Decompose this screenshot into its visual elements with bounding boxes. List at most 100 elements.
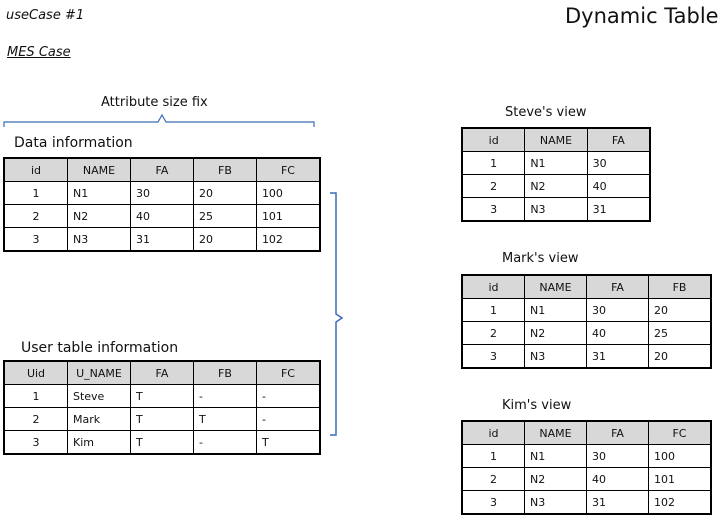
view-2-cell: 40 — [586, 467, 649, 491]
data-table-column-header: id — [4, 158, 68, 182]
view-2-cell: 102 — [648, 490, 711, 514]
view-2-column-header: id — [462, 421, 525, 445]
view-0-cell: 2 — [461, 174, 526, 198]
user-table-cell: - — [192, 384, 257, 408]
view-2-cell: N1 — [524, 444, 587, 468]
view-2-cell: 31 — [586, 490, 649, 514]
data-table-cell: 3 — [4, 227, 68, 251]
data-table-cell: 40 — [129, 204, 194, 228]
data-table-title: Data information — [14, 135, 133, 151]
view-2-cell: 100 — [648, 444, 711, 468]
usecase-label: useCase #1 — [6, 8, 85, 23]
mark-view-title: Mark's view — [502, 251, 579, 266]
view-2-cell: 30 — [586, 444, 649, 468]
data-table-cell: 31 — [129, 227, 194, 251]
view-1-cell: 40 — [586, 321, 649, 345]
view-1-cell: 25 — [648, 321, 711, 345]
data-table-cell: 100 — [255, 181, 321, 205]
view-0-cell: 30 — [586, 151, 651, 175]
view-2-cell: 2 — [462, 467, 525, 491]
view-0-column-header: FA — [586, 128, 651, 152]
data-table-cell: 102 — [255, 227, 321, 251]
data-table-cell: 101 — [255, 204, 321, 228]
view-0-cell: N2 — [524, 174, 588, 198]
view-0-cell: N1 — [524, 151, 588, 175]
user-table-title: User table information — [21, 340, 179, 356]
view-2-cell: 3 — [462, 490, 525, 514]
data-table-cell: 25 — [192, 204, 257, 228]
kim-view-title: Kim's view — [502, 398, 572, 413]
view-0-cell: N3 — [524, 197, 588, 221]
user-table-column-header: Uid — [4, 361, 68, 385]
user-table-cell: - — [255, 407, 321, 431]
data-table-column-header: FC — [255, 158, 321, 182]
view-2-cell: 101 — [648, 467, 711, 491]
view-1-cell: 31 — [586, 344, 649, 368]
view-1-cell: 20 — [648, 298, 711, 322]
mes-case-label: MES Case — [7, 45, 71, 60]
view-1-cell: 2 — [462, 321, 525, 345]
data-table-column-header: FA — [129, 158, 194, 182]
user-table-cell: - — [255, 384, 321, 408]
view-0-column-header: NAME — [524, 128, 588, 152]
user-table-cell: 3 — [4, 430, 68, 454]
view-0-cell: 3 — [461, 197, 526, 221]
user-table-cell: Kim — [66, 430, 131, 454]
user-table-cell: Mark — [66, 407, 131, 431]
view-1-column-header: FA — [586, 275, 649, 299]
view-1-column-header: NAME — [524, 275, 587, 299]
view-2-cell: N3 — [524, 490, 587, 514]
view-1-cell: N3 — [524, 344, 587, 368]
user-table-column-header: FA — [129, 361, 194, 385]
attribute-size-note: Attribute size fix — [101, 95, 208, 110]
view-2-cell: N2 — [524, 467, 587, 491]
steve-view-title: Steve's view — [505, 105, 587, 120]
data-table-cell: 2 — [4, 204, 68, 228]
view-1-column-header: FB — [648, 275, 711, 299]
view-1-cell: N2 — [524, 321, 587, 345]
page-title: Dynamic Table — [565, 4, 719, 28]
attribute-brace — [3, 113, 315, 127]
user-table-column-header: FC — [255, 361, 321, 385]
view-2-column-header: FA — [586, 421, 649, 445]
view-1-column-header: id — [462, 275, 525, 299]
user-table-column-header: FB — [192, 361, 257, 385]
view-1-cell: 3 — [462, 344, 525, 368]
user-table-cell: 1 — [4, 384, 68, 408]
user-table-cell: T — [255, 430, 321, 454]
data-table-cell: 1 — [4, 181, 68, 205]
data-table-cell: 20 — [192, 227, 257, 251]
user-table-cell: T — [129, 407, 194, 431]
user-table-cell: T — [129, 430, 194, 454]
data-table-cell: N1 — [66, 181, 131, 205]
grouping-brace — [330, 192, 344, 436]
data-table-column-header: FB — [192, 158, 257, 182]
view-1-cell: N1 — [524, 298, 587, 322]
user-table-cell: Steve — [66, 384, 131, 408]
view-2-column-header: FC — [648, 421, 711, 445]
data-table-cell: 30 — [129, 181, 194, 205]
user-table-cell: - — [192, 430, 257, 454]
